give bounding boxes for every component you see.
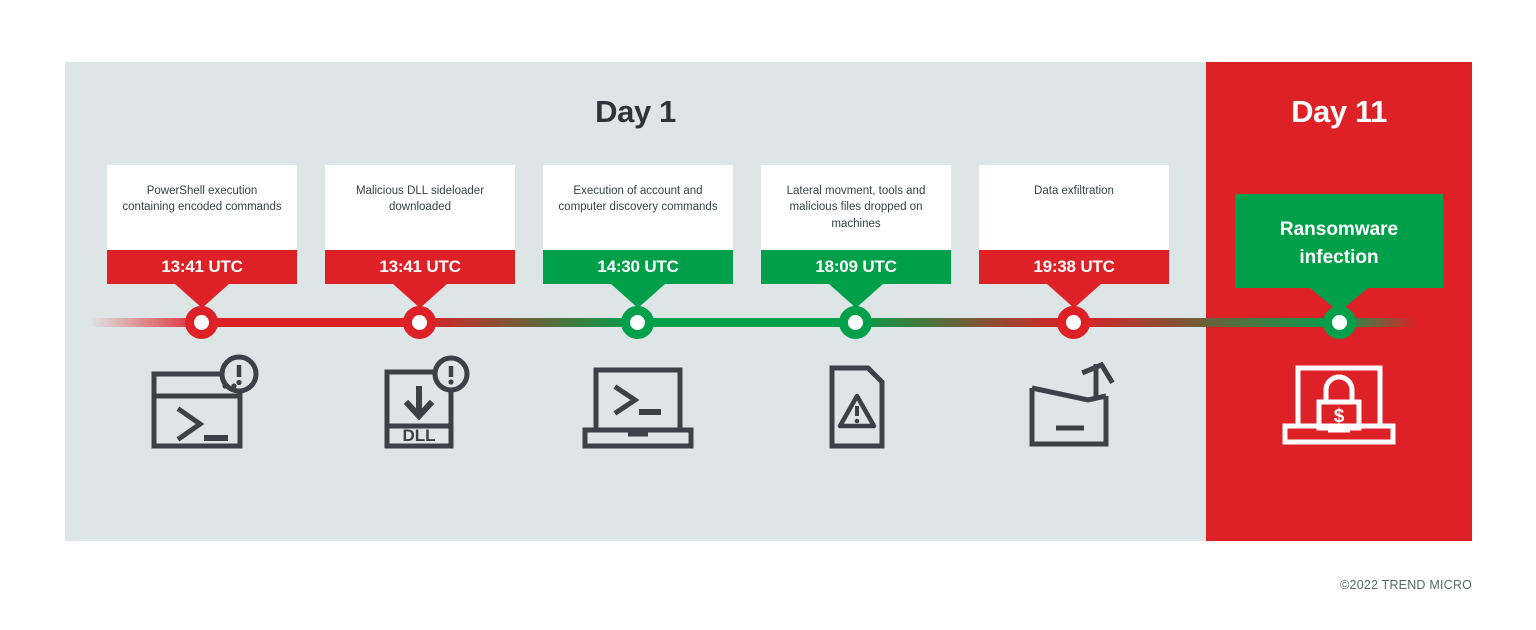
event-pointer-4 [761, 284, 951, 308]
data-exfiltration-folder-icon [979, 352, 1169, 456]
terminal-window-alert-icon [107, 352, 297, 456]
timeline-dot-3[interactable] [621, 306, 654, 339]
svg-text:$: $ [1334, 406, 1345, 427]
event-description-1: PowerShell execution containing encoded … [107, 165, 297, 250]
event-time-1: 13:41 UTC [107, 250, 297, 284]
timeline-dot-5[interactable] [1057, 306, 1090, 339]
svg-text:DLL: DLL [402, 426, 435, 445]
event-card-4[interactable]: Lateral movment, tools and malicious fil… [761, 165, 951, 308]
copyright-notice: ©2022 TREND MICRO [1340, 578, 1472, 592]
event-time-3: 14:30 UTC [543, 250, 733, 284]
event-pointer-5 [979, 284, 1169, 308]
timeline-dot-6[interactable] [1323, 306, 1356, 339]
axis-segment-intro [90, 318, 207, 327]
event-time-2: 13:41 UTC [325, 250, 515, 284]
event-description-6: Ransomware infection [1235, 194, 1443, 288]
timeline-dot-2[interactable] [403, 306, 436, 339]
event-pointer-1 [107, 284, 297, 308]
day1-heading: Day 1 [595, 94, 676, 129]
axis-segment-2 [418, 318, 636, 327]
event-card-3[interactable]: Execution of account and computer discov… [543, 165, 733, 308]
event-description-2: Malicious DLL sideloader downloaded [325, 165, 515, 250]
event-description-3: Execution of account and computer discov… [543, 165, 733, 250]
timeline-dot-1[interactable] [185, 306, 218, 339]
axis-segment-outro [1335, 318, 1468, 327]
laptop-terminal-icon [543, 352, 733, 456]
axis-segment-5 [1072, 318, 1335, 327]
event-description-4: Lateral movment, tools and malicious fil… [761, 165, 951, 250]
event-card-1[interactable]: PowerShell execution containing encoded … [107, 165, 297, 308]
event-card-6[interactable]: Ransomware infection [1235, 194, 1443, 312]
timeline-dot-4[interactable] [839, 306, 872, 339]
day11-heading: Day 11 [1291, 94, 1387, 129]
event-pointer-2 [325, 284, 515, 308]
event-card-2[interactable]: Malicious DLL sideloader downloaded 13:4… [325, 165, 515, 308]
event-card-5[interactable]: Data exfiltration 19:38 UTC [979, 165, 1169, 308]
dll-download-alert-icon: DLL [325, 352, 515, 456]
axis-segment-4 [854, 318, 1072, 327]
event-time-5: 19:38 UTC [979, 250, 1169, 284]
event-description-5: Data exfiltration [979, 165, 1169, 250]
event-pointer-3 [543, 284, 733, 308]
document-warning-icon [761, 352, 951, 456]
axis-segment-1 [207, 318, 418, 327]
laptop-lock-money-icon: $ [1235, 352, 1443, 456]
axis-segment-3 [636, 318, 854, 327]
timeline-axis [90, 318, 1468, 327]
event-time-4: 18:09 UTC [761, 250, 951, 284]
